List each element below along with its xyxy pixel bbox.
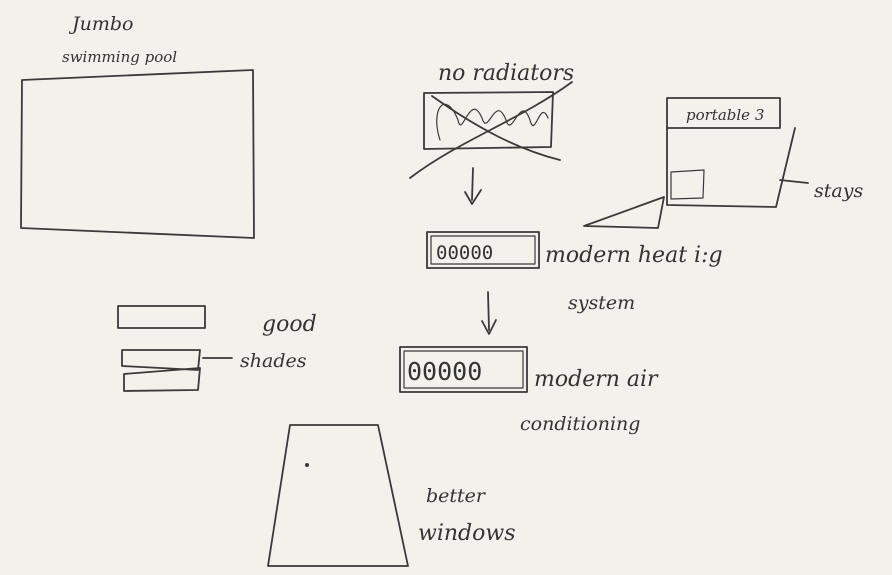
shades-group: good shades <box>118 306 317 391</box>
heating-label-line1: modern heat i:g <box>545 243 723 268</box>
radiators-label: no radiators <box>438 61 574 86</box>
window-shape <box>268 425 408 566</box>
ac-label-line2: conditioning <box>520 413 640 435</box>
stays-leader <box>780 180 808 183</box>
radiators-group: no radiators <box>410 61 574 204</box>
arrow-down-2 <box>482 292 496 334</box>
pool-title: Jumbo <box>68 13 133 35</box>
ac-group: 00000 modern air conditioning <box>400 347 659 435</box>
heating-label-line2: system <box>568 292 635 314</box>
window-handle-dot <box>305 463 309 467</box>
pool-rectangle <box>21 70 254 238</box>
radiator-cross-2 <box>410 82 572 178</box>
windows-group: better windows <box>268 425 516 566</box>
windows-label-line1: better <box>426 485 487 507</box>
shade-middle <box>122 350 200 370</box>
stays-label: stays <box>814 180 863 202</box>
shades-label-line1: good <box>262 312 317 337</box>
arrow-down-1 <box>465 168 481 204</box>
portable-pointer <box>584 197 664 228</box>
pool-subtitle: swimming pool <box>62 48 177 66</box>
portable-tag-text: portable 3 <box>686 106 764 124</box>
ac-counter: 00000 <box>407 357 482 386</box>
heating-counter: 00000 <box>436 242 493 264</box>
heating-group: 00000 modern heat i:g system <box>427 232 723 334</box>
windows-label-line2: windows <box>418 521 516 546</box>
shade-top <box>118 306 205 328</box>
pool-group: Jumbo swimming pool <box>21 13 254 238</box>
portable-building <box>667 128 795 207</box>
shade-bottom <box>124 368 200 391</box>
portable-group: portable 3 stays <box>584 98 863 228</box>
ac-label-line1: modern air <box>534 367 659 392</box>
shades-label-line2: shades <box>240 350 307 372</box>
portable-door <box>671 170 704 199</box>
